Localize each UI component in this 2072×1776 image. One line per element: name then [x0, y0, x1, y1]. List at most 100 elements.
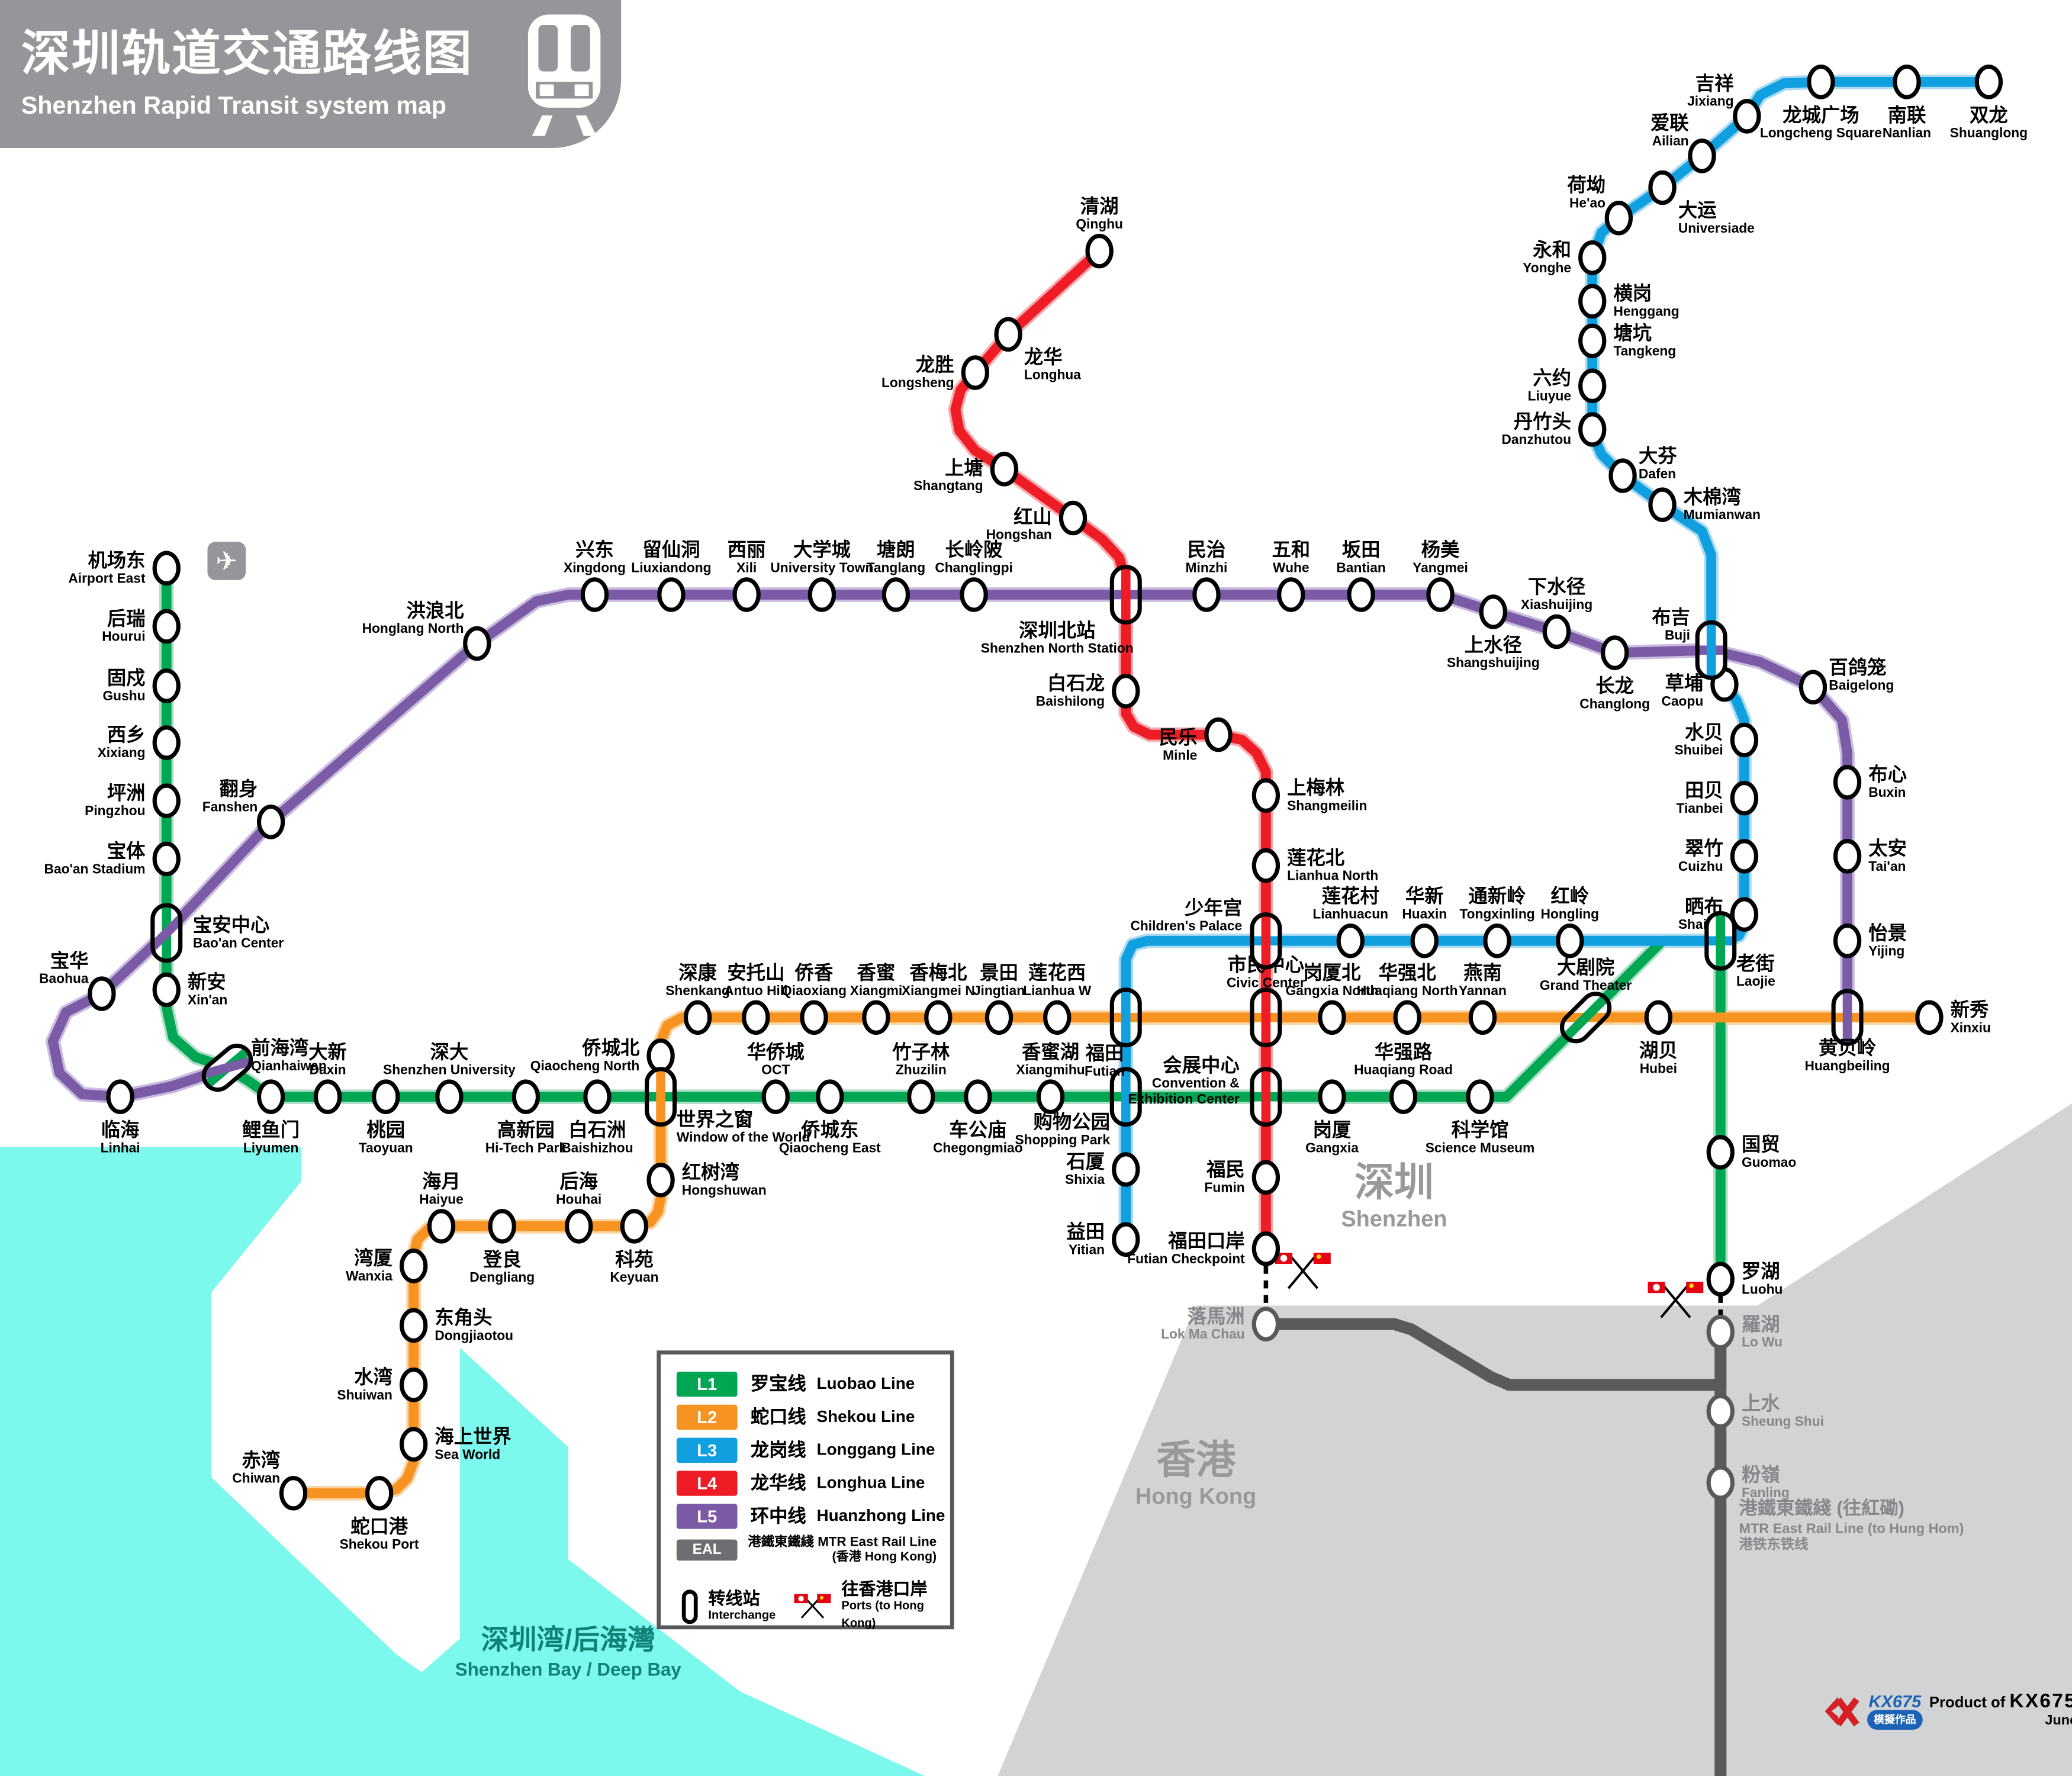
station-dongjiaotou [399, 1308, 428, 1343]
svg-text:Longcheng Square: Longcheng Square [1760, 125, 1882, 140]
station-antuo-hill [742, 1000, 770, 1035]
svg-text:高新园: 高新园 [497, 1119, 555, 1141]
svg-text:Children's Palace: Children's Palace [1130, 918, 1242, 933]
svg-text:Haiyue: Haiyue [419, 1191, 464, 1206]
line-badge-l5: L5 [676, 1503, 738, 1529]
svg-text:丹竹头: 丹竹头 [1514, 411, 1571, 432]
interchange-civic-center [1250, 987, 1282, 1048]
svg-text:Shangtang: Shangtang [913, 478, 983, 493]
svg-text:港铁东铁线: 港铁东铁线 [1739, 1536, 1809, 1552]
svg-text:Linhai: Linhai [101, 1140, 140, 1155]
legend-interchange-cn: 转线站 [708, 1587, 760, 1608]
svg-text:Gushu: Gushu [102, 688, 145, 703]
svg-text:红山: 红山 [1014, 506, 1052, 527]
svg-text:Science Museum: Science Museum [1426, 1140, 1535, 1155]
legend-row-l5: L5 环中线 Huanzhong Line [676, 1502, 945, 1529]
svg-text:Yonghe: Yonghe [1523, 260, 1571, 275]
svg-text:Mumianwan: Mumianwan [1684, 507, 1761, 522]
svg-text:上水: 上水 [1742, 1393, 1780, 1414]
svg-text:深圳北站: 深圳北站 [1019, 620, 1095, 641]
station-baishizhou [583, 1079, 612, 1114]
station-qinghu [1085, 233, 1114, 269]
station-gangxia [1318, 1079, 1346, 1114]
map-title-panel: 深圳轨道交通路线图 Shenzhen Rapid Transit system … [0, 0, 622, 148]
ports-flags-icon [794, 1593, 831, 1618]
legend-eal-en: MTR East Rail Line [818, 1535, 937, 1550]
svg-text:兴东: 兴东 [575, 539, 614, 561]
svg-text:✈: ✈ [215, 547, 237, 576]
svg-text:Xiashuijing: Xiashuijing [1521, 597, 1592, 612]
svg-text:西丽: 西丽 [728, 539, 766, 561]
legend-interchange-en: Interchange [708, 1607, 776, 1621]
station-dafen [1608, 458, 1637, 493]
svg-text:Liuyue: Liuyue [1528, 388, 1571, 403]
svg-text:港鐵東鐵綫 (往紅磡): 港鐵東鐵綫 (往紅磡) [1739, 1498, 1904, 1518]
svg-text:福田口岸: 福田口岸 [1167, 1230, 1244, 1251]
svg-text:Hongshan: Hongshan [986, 527, 1052, 542]
station-shenzhen-university [435, 1079, 464, 1114]
svg-text:Fanshen: Fanshen [202, 799, 258, 815]
station-minle [1204, 717, 1233, 752]
line-eal-branch [1260, 1318, 1727, 1391]
interchange-icon [681, 1589, 698, 1624]
svg-text:Taoyuan: Taoyuan [359, 1140, 413, 1155]
interchange-buji [1695, 620, 1727, 680]
svg-text:燕南: 燕南 [1463, 962, 1502, 983]
station-tangkeng [1578, 323, 1607, 359]
svg-text:Fumin: Fumin [1204, 1179, 1244, 1195]
interchange-grand-theater [1559, 992, 1612, 1044]
svg-text:Wanxia: Wanxia [346, 1268, 392, 1283]
svg-text:Baishizhou: Baishizhou [561, 1140, 633, 1155]
svg-text:赤湾: 赤湾 [242, 1450, 280, 1471]
svg-text:新秀: 新秀 [1951, 999, 1989, 1021]
station-houhai [565, 1209, 593, 1244]
interchange-convention-exhibition-center [1250, 1067, 1282, 1127]
line-badge-eal: EAL [676, 1539, 738, 1561]
station-huaqiang-road [1389, 1079, 1418, 1114]
svg-text:老街: 老街 [1736, 953, 1775, 974]
svg-text:坂田: 坂田 [1342, 539, 1381, 561]
svg-text:上梅林: 上梅林 [1287, 777, 1345, 799]
svg-text:大运: 大运 [1678, 200, 1717, 221]
svg-text:鲤鱼门: 鲤鱼门 [242, 1119, 300, 1141]
interchange-qianhaiwan [201, 1043, 253, 1092]
svg-text:宝华: 宝华 [50, 950, 89, 971]
station-ailian [1688, 139, 1716, 173]
svg-text:Hongshuwan: Hongshuwan [682, 1182, 767, 1198]
station-shangshuijing [1479, 594, 1507, 629]
svg-text:Dongjiaotou: Dongjiaotou [435, 1327, 513, 1343]
svg-text:Buji: Buji [1665, 627, 1690, 642]
svg-text:侨香: 侨香 [794, 962, 834, 983]
station-sheung-shui [1706, 1394, 1735, 1429]
station-xingdong [580, 577, 609, 612]
line-longhua [950, 246, 1271, 1254]
svg-text:怡景: 怡景 [1868, 922, 1907, 944]
station-sea-world [399, 1427, 428, 1462]
station-xixiang [152, 725, 181, 760]
page-subtitle: Shenzhen Rapid Transit system map [21, 91, 446, 119]
